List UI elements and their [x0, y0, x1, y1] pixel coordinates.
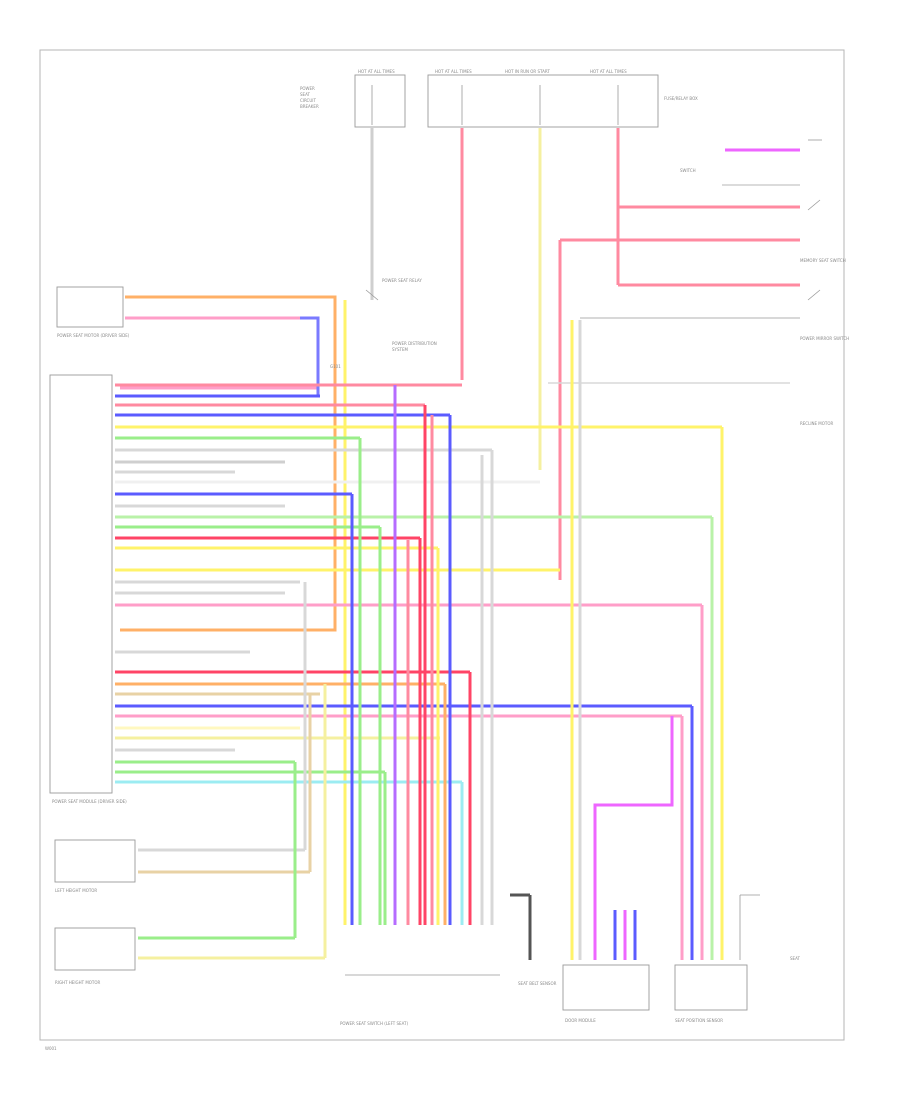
- svg-text:FUSE/RELAY BOX: FUSE/RELAY BOX: [664, 96, 698, 101]
- wire-orange-feed: [120, 295, 337, 632]
- svg-text:POWER SEAT MOTOR (DRIVER SIDE): POWER SEAT MOTOR (DRIVER SIDE): [57, 333, 130, 338]
- svg-text:RIGHT HEIGHT MOTOR: RIGHT HEIGHT MOTOR: [55, 980, 101, 985]
- harness-right: [570, 320, 724, 960]
- main-module: POWER SEAT MODULE (DRIVER SIDE): [49, 374, 127, 804]
- bottom-connector-main: POWER SEAT SWITCH (LEFT SEAT): [340, 974, 500, 1026]
- svg-text:LEFT HEIGHT MOTOR: LEFT HEIGHT MOTOR: [55, 888, 97, 893]
- harness-horizontal: [115, 383, 722, 784]
- wire-blue-feed: [300, 316, 320, 395]
- svg-text:POWER SEAT MODULE (DRIVER SIDE: POWER SEAT MODULE (DRIVER SIDE): [52, 799, 127, 804]
- fuse-box-left: HOT AT ALL TIMES POWER SEAT CIRCUIT BREA…: [300, 69, 406, 128]
- svg-text:POWER: POWER: [300, 86, 315, 91]
- recline-connector: SEAT POSITION SENSOR: [674, 964, 748, 1023]
- wire-pink-feed: [120, 316, 320, 390]
- svg-text:SEAT BELT SENSOR: SEAT BELT SENSOR: [518, 981, 557, 986]
- svg-text:DOOR MODULE: DOOR MODULE: [565, 1018, 596, 1023]
- left-height-motor: LEFT HEIGHT MOTOR: [54, 582, 312, 893]
- svg-text:POWER DISTRIBUTION: POWER DISTRIBUTION: [392, 341, 437, 346]
- footer-id: W001: [45, 1046, 57, 1051]
- svg-text:SEAT: SEAT: [300, 92, 310, 97]
- switch-top-right: SWITCH: [680, 139, 822, 211]
- svg-text:SEAT POSITION SENSOR: SEAT POSITION SENSOR: [675, 1018, 723, 1023]
- svg-text:HOT AT ALL TIMES: HOT AT ALL TIMES: [358, 69, 395, 74]
- right-bottom-switch: SEAT: [739, 894, 800, 961]
- ground-label: G101: [330, 364, 341, 369]
- svg-text:SWITCH: SWITCH: [680, 168, 696, 173]
- fuse-box-right: HOT AT ALL TIMES HOT IN RUN OR START HOT…: [427, 69, 698, 128]
- svg-text:BREAKER: BREAKER: [300, 104, 319, 109]
- svg-text:MEMORY SEAT SWITCH: MEMORY SEAT SWITCH: [800, 258, 846, 263]
- svg-text:POWER SEAT SWITCH (LEFT SEAT): POWER SEAT SWITCH (LEFT SEAT): [340, 1021, 408, 1026]
- svg-text:CIRCUIT: CIRCUIT: [300, 98, 316, 103]
- svg-text:RECLINE MOTOR: RECLINE MOTOR: [800, 421, 833, 426]
- svg-text:SEAT: SEAT: [790, 956, 800, 961]
- svg-text:HOT IN RUN OR START: HOT IN RUN OR START: [505, 69, 550, 74]
- left-feed-box: POWER SEAT MOTOR (DRIVER SIDE): [56, 286, 130, 338]
- svg-text:HOT AT ALL TIMES: HOT AT ALL TIMES: [435, 69, 472, 74]
- power-relay: POWER SEAT RELAY POWER DISTRIBUTION SYST…: [365, 278, 437, 352]
- svg-text:HOT AT ALL TIMES: HOT AT ALL TIMES: [590, 69, 627, 74]
- seat-belt-sensor: SEAT BELT SENSOR: [510, 893, 557, 986]
- door-module: DOOR MODULE: [562, 910, 650, 1023]
- diagram-frame: [39, 49, 845, 1041]
- svg-text:POWER SEAT RELAY: POWER SEAT RELAY: [382, 278, 422, 283]
- svg-text:POWER MIRROR SWITCH: POWER MIRROR SWITCH: [800, 336, 849, 341]
- harness-vertical: [350, 385, 494, 925]
- svg-text:SYSTEM: SYSTEM: [392, 347, 408, 352]
- right-height-motor: RIGHT HEIGHT MOTOR: [54, 684, 327, 985]
